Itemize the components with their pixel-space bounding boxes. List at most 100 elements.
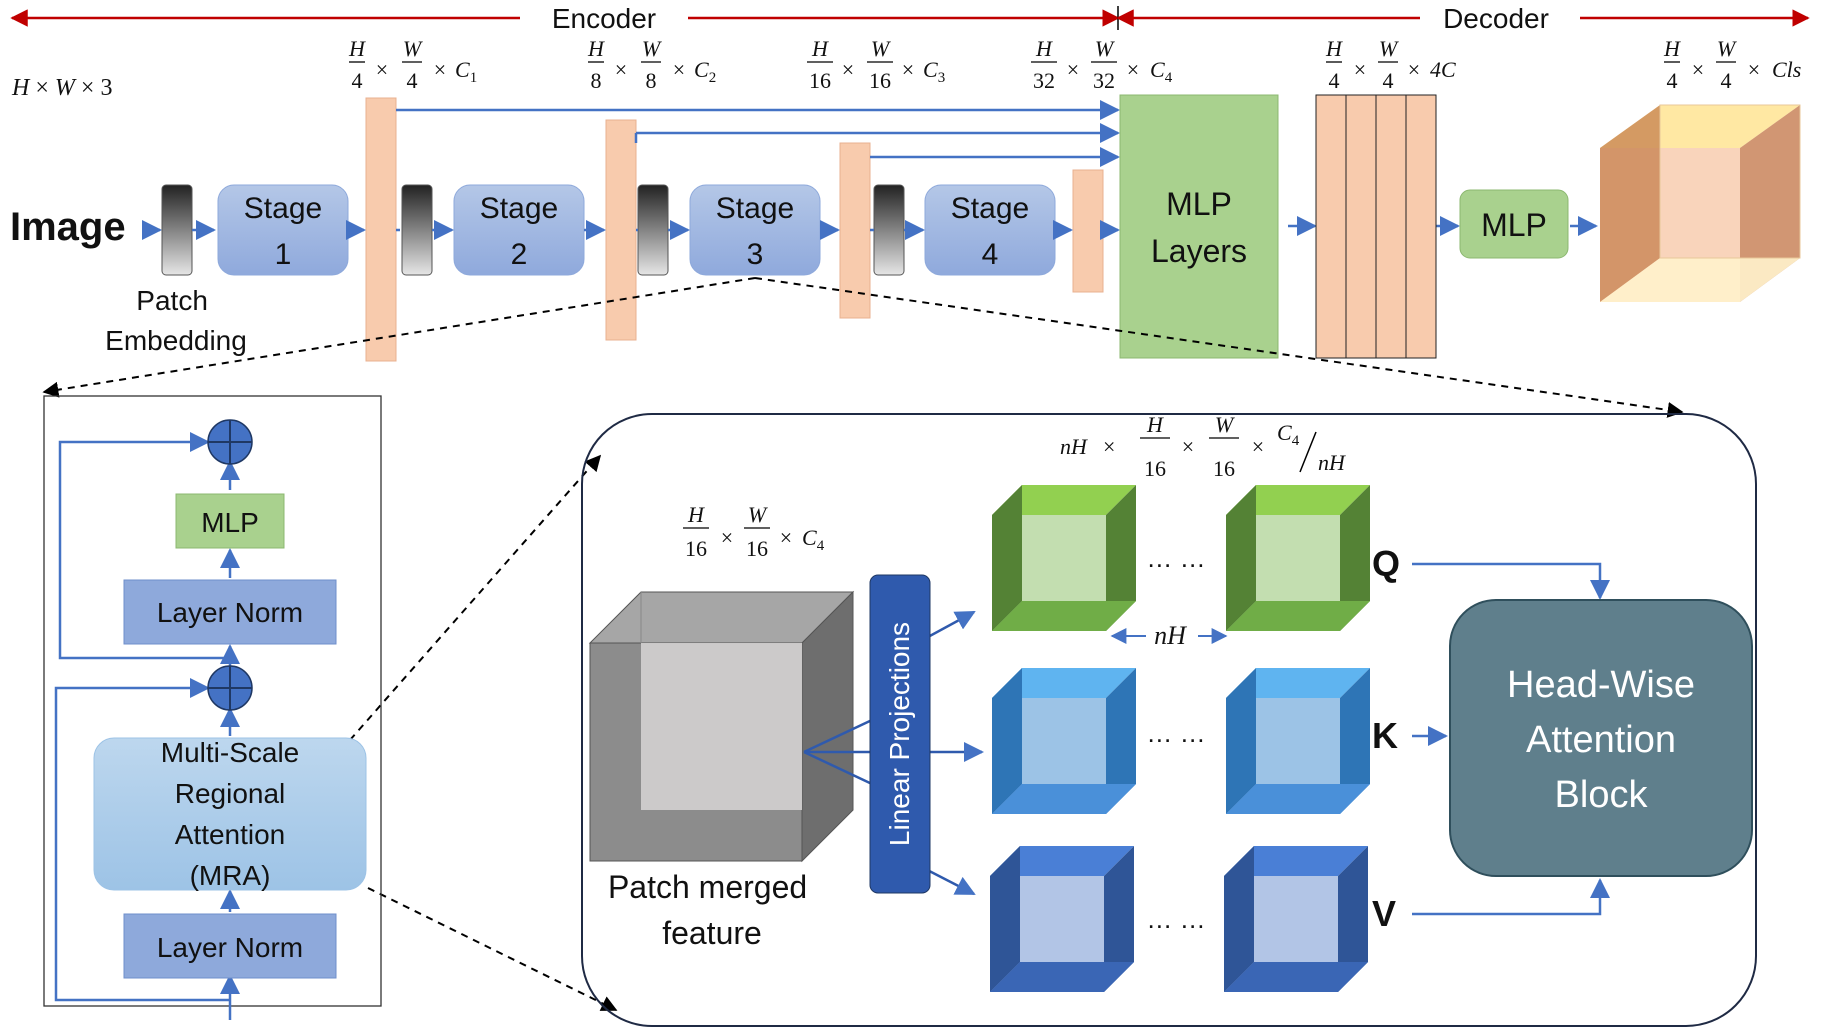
v-head-cube-1 (990, 846, 1134, 992)
zoom-connectors (42, 277, 1684, 1011)
concat-features (1315, 94, 1437, 359)
svg-text:Linear Projections: Linear Projections (884, 622, 915, 846)
add-node-top (207, 419, 253, 465)
svg-text:16: 16 (869, 68, 891, 93)
svg-text:W: W (1379, 36, 1399, 61)
svg-text:C4: C4 (1277, 420, 1300, 449)
svg-text:H: H (811, 36, 829, 61)
svg-text:Attention: Attention (175, 819, 286, 850)
svg-text:×: × (1067, 57, 1079, 82)
block-mlp: MLP (175, 493, 285, 549)
encoder-span: Encoder (10, 3, 1120, 34)
svg-text:C3: C3 (923, 57, 945, 86)
mra-block: Multi-Scale Regional Attention (MRA) (93, 737, 367, 891)
svg-text:C2: C2 (694, 57, 716, 86)
stage-1: Stage 1 (217, 184, 349, 276)
svg-text:W: W (1215, 412, 1235, 437)
svg-text:Attention: Attention (1526, 719, 1676, 761)
svg-text:H: H (1663, 36, 1681, 61)
feature-map-3 (839, 142, 871, 319)
heads-dim: nH × H 16 × W 16 × C4 nH (1060, 412, 1346, 481)
feature-dim-1: H 4 × W 4 × C1 (348, 36, 477, 93)
svg-text:×: × (434, 57, 446, 82)
svg-text:Layers: Layers (1151, 233, 1247, 269)
detail-input-dim: H 16 × W 16 × C4 (683, 502, 825, 561)
svg-text:1: 1 (275, 238, 292, 271)
svg-text:W: W (871, 36, 891, 61)
concat-dim: H 4 × W 4 × 4C (1325, 36, 1456, 93)
svg-text:4: 4 (407, 68, 418, 93)
encoder-label: Encoder (552, 3, 656, 34)
decoder-label: Decoder (1443, 3, 1549, 34)
patch-merged-label: Patch merged feature (608, 869, 816, 951)
v-head-cube-2 (1224, 846, 1368, 992)
svg-text:×: × (842, 57, 854, 82)
stage-4: Stage 4 (924, 184, 1056, 276)
input-dim: H×W×3 (11, 75, 112, 101)
svg-text:4: 4 (1383, 68, 1394, 93)
svg-text:2: 2 (511, 238, 528, 271)
feature-map-2 (605, 119, 637, 341)
svg-text:nH: nH (1060, 434, 1088, 459)
add-node-bottom (207, 665, 253, 711)
transformer-block-frame (43, 395, 382, 1007)
svg-text:×: × (721, 525, 733, 550)
svg-text:MLP: MLP (201, 507, 259, 538)
svg-text:3: 3 (747, 238, 764, 271)
svg-text:H: H (1146, 412, 1164, 437)
svg-text:8: 8 (591, 68, 602, 93)
patch-embedding-label: Patch Embedding (105, 285, 247, 356)
stage-2: Stage 2 (453, 184, 585, 276)
svg-text:4C: 4C (1430, 57, 1456, 82)
svg-text:W: W (403, 36, 423, 61)
image-label: Image (10, 205, 126, 249)
svg-text:4: 4 (1721, 68, 1732, 93)
svg-text:×: × (615, 57, 627, 82)
patch-embedding-4 (873, 184, 905, 276)
svg-text:(MRA): (MRA) (190, 860, 271, 891)
k-head-cube-1 (992, 668, 1136, 814)
svg-text:16: 16 (1213, 456, 1235, 481)
svg-text:W: W (748, 502, 768, 527)
svg-text:W: W (1095, 36, 1115, 61)
svg-text:×: × (1252, 434, 1264, 459)
patch-merged-cube (588, 590, 855, 863)
patch-embedding-3 (637, 184, 669, 276)
feature-dim-2: H 8 × W 8 × C2 (587, 36, 716, 93)
svg-text:Stage: Stage (244, 192, 322, 225)
layer-norm-top: Layer Norm (123, 579, 337, 645)
svg-text:32: 32 (1093, 68, 1115, 93)
svg-text:W: W (642, 36, 662, 61)
nh-span: nH (1110, 621, 1228, 650)
svg-text:×: × (1408, 57, 1420, 82)
svg-text:×: × (1103, 434, 1115, 459)
q-head-cube-1 (992, 485, 1136, 631)
svg-text:×: × (673, 57, 685, 82)
svg-text:32: 32 (1033, 68, 1055, 93)
svg-text:×: × (780, 525, 792, 550)
svg-text:16: 16 (746, 536, 768, 561)
svg-text:×: × (376, 57, 388, 82)
qkv-arrows (1412, 562, 1610, 916)
patch-embedding-1 (161, 184, 193, 276)
patch-embedding-2 (401, 184, 433, 276)
svg-text:×: × (1692, 57, 1704, 82)
svg-text:Block: Block (1555, 774, 1649, 816)
svg-text:16: 16 (685, 536, 707, 561)
svg-text:C4: C4 (1150, 57, 1173, 86)
feature-map-1 (365, 97, 397, 362)
svg-text:MLP: MLP (1166, 186, 1232, 222)
mra-detail-frame (581, 413, 1757, 1027)
q-label: Q (1372, 543, 1400, 584)
svg-text:Multi-Scale: Multi-Scale (161, 737, 299, 768)
svg-text:Layer Norm: Layer Norm (157, 597, 303, 628)
svg-text:C1: C1 (455, 57, 477, 86)
decoder-mlp: MLP (1459, 189, 1569, 259)
svg-text:4: 4 (352, 68, 363, 93)
svg-text:nH: nH (1318, 450, 1346, 475)
svg-text:H: H (1325, 36, 1343, 61)
feature-dim-4: H 32 × W 32 × C4 (1031, 36, 1173, 93)
v-ellipsis: … … (1146, 904, 1205, 934)
svg-text:Stage: Stage (951, 192, 1029, 225)
svg-text:Regional: Regional (175, 778, 286, 809)
